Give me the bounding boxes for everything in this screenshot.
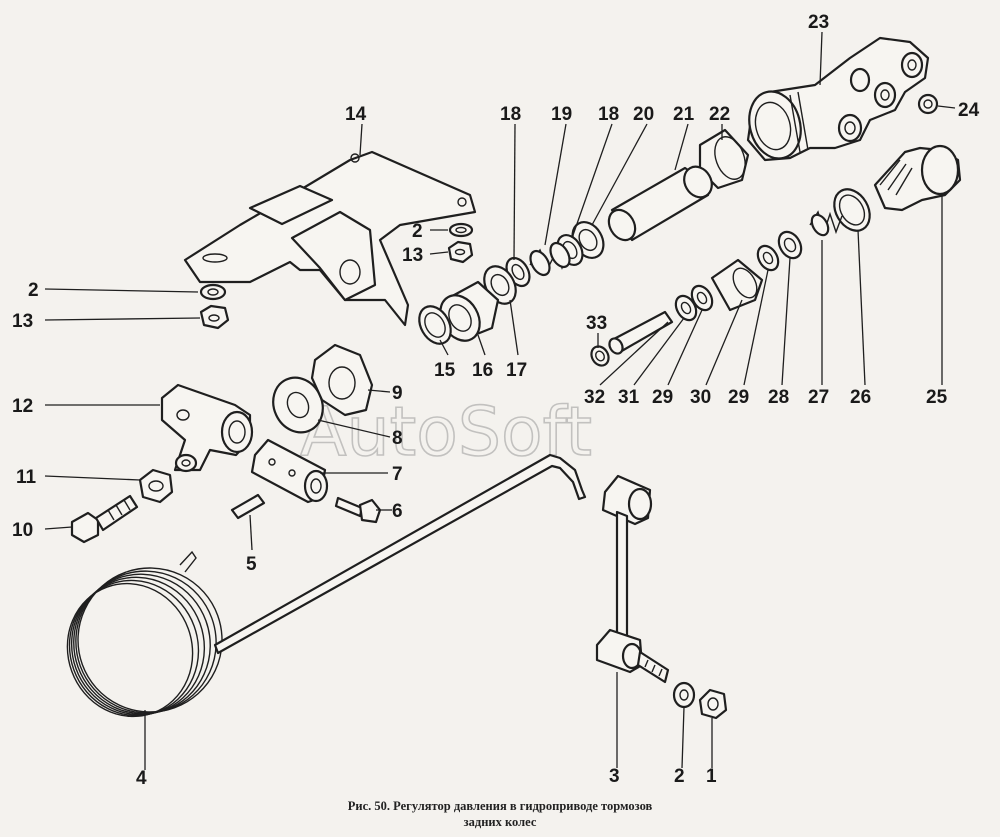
callout-11: 11: [16, 467, 37, 488]
callout-12: 12: [12, 396, 33, 417]
callout-2-lower: 2: [674, 766, 685, 787]
bolt-part-10: [70, 494, 139, 544]
callout-labels: 14 2 13 2 13 12 11 10 5 6 7 8 9 4 3 2 1 …: [12, 12, 980, 789]
callout-1: 1: [706, 766, 717, 787]
ring-part-26: [833, 188, 871, 232]
callout-5: 5: [246, 554, 257, 575]
callout-14: 14: [345, 104, 367, 125]
nut-part-13-left: [199, 304, 230, 330]
nut-part-13-upper: [447, 240, 474, 264]
cup-part-28: [777, 230, 803, 260]
spring-part-27: [809, 210, 843, 237]
callout-13-left: 13: [12, 311, 33, 332]
bracket-part-14: [183, 150, 477, 327]
figure-caption: Рис. 50. Регулятор давления в гидроприво…: [280, 798, 720, 830]
callout-30: 30: [690, 387, 711, 408]
callout-15: 15: [434, 360, 456, 381]
callout-3: 3: [609, 766, 620, 787]
eccentric-part-9: [310, 343, 374, 417]
callout-31: 31: [618, 387, 640, 408]
nut-part-1: [698, 688, 728, 720]
leader-lines: [44, 31, 956, 770]
plug-part-25: [873, 144, 962, 212]
callout-23: 23: [808, 12, 829, 33]
spring-part-4: [66, 453, 587, 718]
spring-part-19: [529, 241, 571, 277]
sleeve-part-7: [250, 438, 329, 504]
link-part-3: [595, 474, 670, 684]
callout-18-right: 18: [598, 104, 619, 125]
caption-line-2: задних колес: [463, 815, 537, 829]
piston-part-21: [607, 165, 713, 242]
callout-20: 20: [633, 104, 654, 125]
bushing-part-30: [710, 258, 764, 312]
callout-2-upper: 2: [412, 221, 423, 242]
callout-28: 28: [768, 387, 789, 408]
callout-25: 25: [926, 387, 948, 408]
washer-part-2-left: [199, 283, 227, 301]
callout-7: 7: [392, 464, 403, 485]
callout-26: 26: [850, 387, 871, 408]
ring-part-33: [590, 345, 610, 367]
pusher-part-32: [608, 310, 674, 355]
callout-10: 10: [12, 520, 33, 541]
callout-19: 19: [551, 104, 572, 125]
callout-13-upper: 13: [402, 245, 423, 266]
screw-part-6: [334, 496, 382, 524]
callout-16: 16: [472, 360, 493, 381]
pin-part-5: [230, 493, 266, 520]
circlip-part-15: [418, 305, 452, 345]
callout-22: 22: [709, 104, 730, 125]
plug-part-24: [917, 93, 939, 115]
callout-18-left: 18: [500, 104, 521, 125]
diagram-canvas: AutoSoft: [12, 12, 980, 789]
callout-2-left: 2: [28, 280, 39, 301]
callout-27: 27: [808, 387, 829, 408]
callout-33: 33: [586, 313, 607, 334]
callout-32: 32: [584, 387, 605, 408]
body-part-23: [746, 36, 930, 162]
callout-17: 17: [506, 360, 527, 381]
washer-part-2-lower: [672, 681, 696, 709]
callout-8: 8: [392, 428, 403, 449]
callout-29-right: 29: [728, 387, 749, 408]
callout-4: 4: [136, 768, 147, 789]
ring-part-31: [674, 294, 698, 322]
caption-line-1: Рис. 50. Регулятор давления в гидроприво…: [347, 799, 653, 813]
washer-part-2-upper: [448, 222, 474, 238]
callout-9: 9: [392, 383, 403, 404]
callout-21: 21: [673, 104, 695, 125]
callout-6: 6: [392, 501, 403, 522]
nut-part-11: [138, 468, 174, 504]
callout-29-left: 29: [652, 387, 673, 408]
callout-24: 24: [958, 100, 980, 121]
ring-part-29-upper: [756, 244, 780, 272]
lever-part-12: [160, 383, 254, 473]
